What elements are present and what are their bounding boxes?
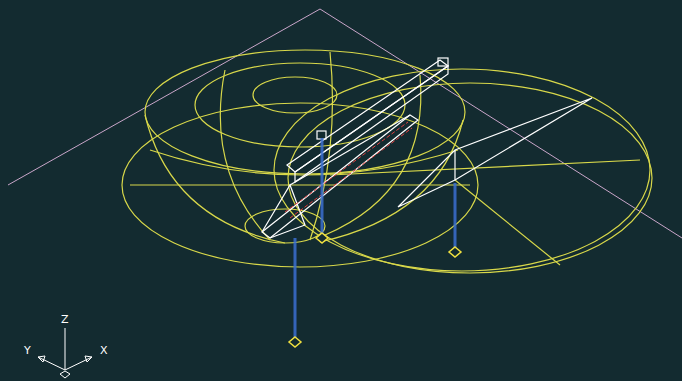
section-line — [285, 122, 412, 218]
columns — [295, 138, 455, 338]
dome-wireframe — [122, 50, 652, 273]
base-markers — [289, 233, 461, 347]
work-plane — [8, 9, 682, 238]
steel-beams — [262, 58, 592, 238]
axis-label: Y — [24, 345, 31, 357]
axis-label: Z — [61, 314, 69, 326]
ucs-axes — [38, 328, 92, 378]
axis-label: X — [100, 345, 108, 357]
